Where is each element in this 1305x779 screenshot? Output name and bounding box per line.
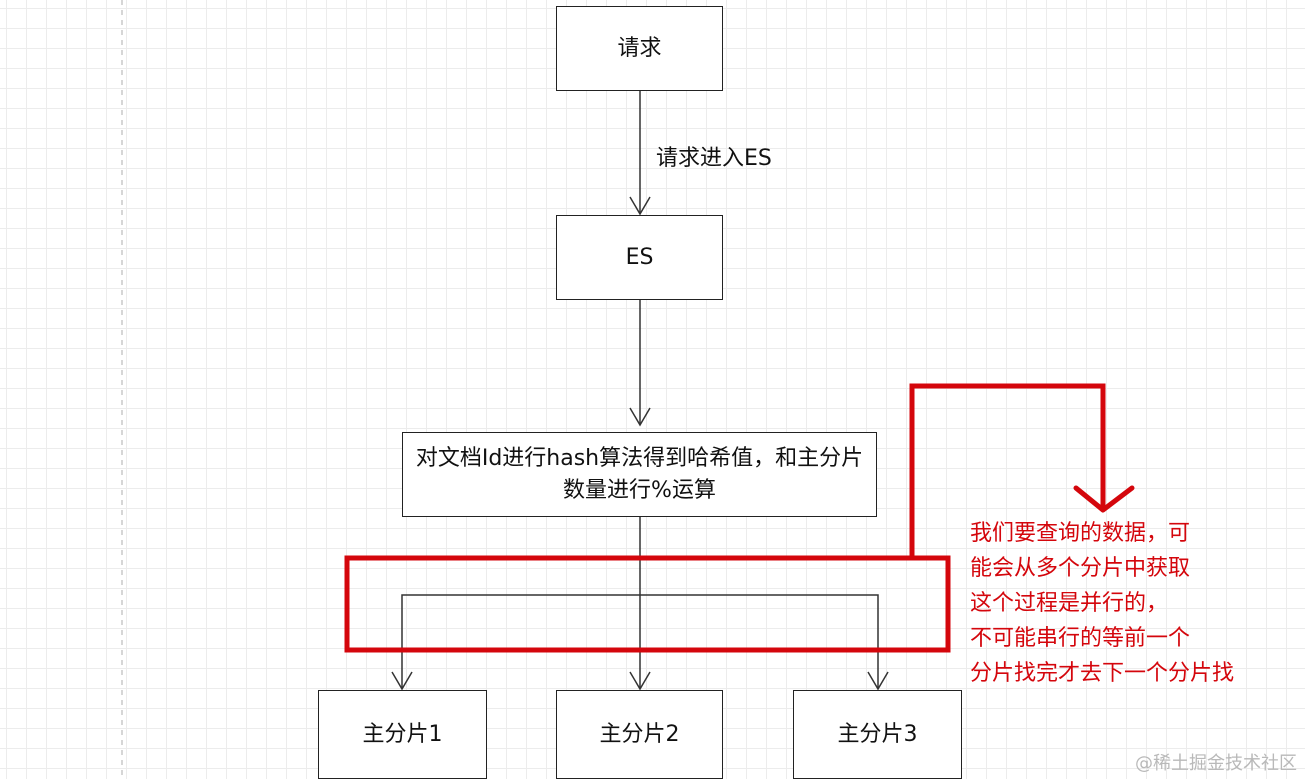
arrowhead-shard1 xyxy=(391,671,413,691)
annotation-line: 这个过程是并行的， xyxy=(970,591,1169,616)
annotation-line: 分片找完才去下一个分片找 xyxy=(970,661,1235,686)
annotation-pointer-arrowhead xyxy=(1073,485,1135,513)
parallel-highlight-box xyxy=(344,555,951,653)
node-shard2: 主分片2 xyxy=(556,690,723,779)
node-es: ES xyxy=(556,215,723,300)
watermark: @稀土掘金技术社区 xyxy=(1135,753,1297,774)
node-es-label: ES xyxy=(625,244,654,270)
annotation-note: 我们要查询的数据，可 能会从多个分片中获取 这个过程是并行的， 不可能串行的等前… xyxy=(970,516,1234,691)
node-request: 请求 xyxy=(556,6,723,91)
edge-branch-shards xyxy=(401,594,879,688)
annotation-line: 我们要查询的数据，可 xyxy=(970,521,1191,546)
arrowhead-request-es xyxy=(629,196,651,216)
annotation-line: 不可能串行的等前一个 xyxy=(970,626,1191,651)
node-hash-label: 对文档Id进行hash算法得到哈希值，和主分片数量进行%运算 xyxy=(415,445,864,503)
edge-label-request-es: 请求进入ES xyxy=(656,146,772,171)
node-hash: 对文档Id进行hash算法得到哈希值，和主分片数量进行%运算 xyxy=(402,432,877,517)
node-shard2-label: 主分片2 xyxy=(599,721,680,747)
arrowhead-shard3 xyxy=(867,671,889,691)
arrowhead-es-hash xyxy=(629,407,651,427)
node-shard1-label: 主分片1 xyxy=(362,721,443,747)
node-shard3: 主分片3 xyxy=(793,690,962,779)
arrowhead-shard2 xyxy=(629,671,651,691)
annotation-line: 能会从多个分片中获取 xyxy=(970,556,1191,581)
node-request-label: 请求 xyxy=(617,35,662,61)
node-shard1: 主分片1 xyxy=(318,690,487,779)
annotation-pointer-line xyxy=(909,383,1106,556)
node-shard3-label: 主分片3 xyxy=(837,721,918,747)
